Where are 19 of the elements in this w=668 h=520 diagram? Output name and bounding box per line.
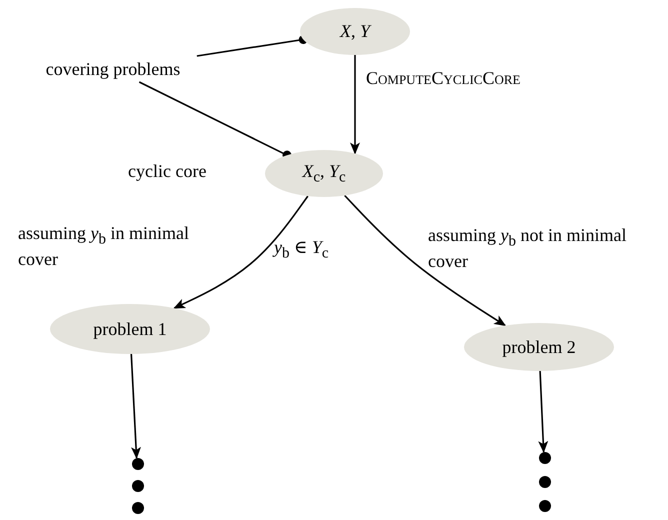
- leader-line: [196, 35, 308, 57]
- condition-text: y$_{b}$ ∈ Y$_{c}$: [274, 237, 329, 263]
- ellipse-node: [300, 8, 410, 55]
- node-label: problem 2: [502, 336, 576, 358]
- annotation-text: covering problems: [46, 58, 180, 80]
- node-label: problem 1: [93, 318, 167, 340]
- node-label: X$_{c}$, Y$_{c}$: [302, 160, 346, 186]
- node-label: X, Y: [340, 21, 370, 42]
- ellipse-node: [50, 304, 210, 354]
- ellipse-node: [464, 323, 614, 371]
- ellipse-node: [265, 150, 383, 197]
- arrow: [350, 55, 360, 154]
- ellipsis-dots: [130, 458, 146, 514]
- arrow: [344, 194, 506, 326]
- arrow: [538, 370, 548, 453]
- node-caption: cyclic core: [128, 161, 206, 182]
- ellipsis-dots: [537, 452, 553, 512]
- arrow: [173, 196, 308, 309]
- arrow: [130, 354, 141, 459]
